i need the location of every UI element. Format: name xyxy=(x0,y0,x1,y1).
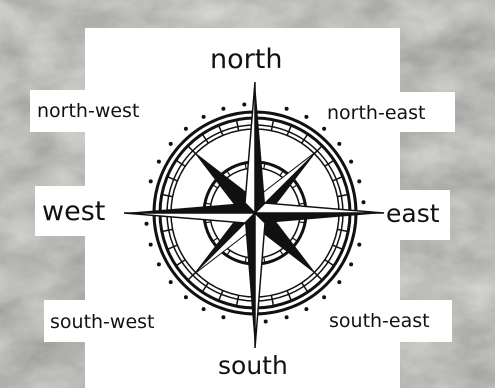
label-west: west xyxy=(42,198,105,225)
label-south-east: south-east xyxy=(329,312,430,331)
compass-dot xyxy=(349,262,353,266)
compass-dot xyxy=(157,160,161,164)
compass-dot xyxy=(304,115,308,119)
compass-dot xyxy=(221,315,225,319)
compass-dot xyxy=(202,307,206,311)
label-north-east: north-east xyxy=(327,104,426,123)
compass-dot xyxy=(202,115,206,119)
compass-dot xyxy=(221,107,225,111)
compass-dot xyxy=(242,103,246,107)
compass-dot xyxy=(349,160,353,164)
compass-dot xyxy=(149,179,153,183)
compass-dot xyxy=(169,142,173,146)
label-east: east xyxy=(386,201,440,226)
compass-dot xyxy=(184,295,188,299)
compass-dot xyxy=(337,142,341,146)
compass-dot xyxy=(337,280,341,284)
compass-dot xyxy=(362,200,366,204)
compass-dot xyxy=(322,295,326,299)
compass-dot xyxy=(145,222,149,226)
compass-dot xyxy=(184,127,188,131)
label-south-west: south-west xyxy=(50,313,155,332)
compass-dot xyxy=(322,127,326,131)
label-north: north xyxy=(210,46,282,73)
compass-dot xyxy=(357,179,361,183)
label-north-west: north-west xyxy=(37,102,139,121)
compass-dot xyxy=(149,243,153,247)
compass-dot xyxy=(285,107,289,111)
compass-dot xyxy=(169,280,173,284)
compass-dot xyxy=(357,243,361,247)
label-south: south xyxy=(218,353,288,378)
compass-dot xyxy=(304,307,308,311)
compass-dot xyxy=(264,320,268,324)
compass-dot xyxy=(285,315,289,319)
compass-dot xyxy=(157,262,161,266)
